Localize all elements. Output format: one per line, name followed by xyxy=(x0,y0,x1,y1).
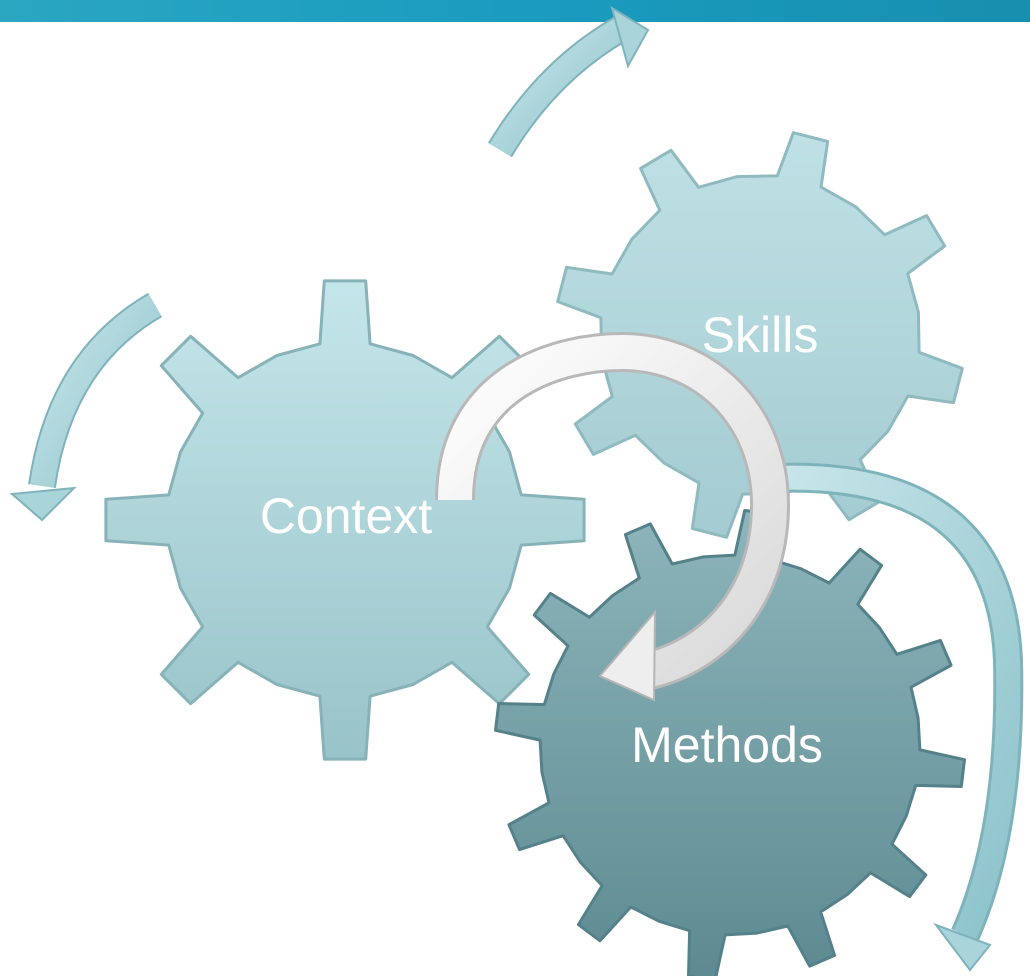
gear-skills-shape xyxy=(556,131,964,539)
gear-methods xyxy=(494,509,966,976)
arrow-right xyxy=(774,462,1024,972)
arrow-left xyxy=(9,292,163,522)
gear-label-skills: Skills xyxy=(702,307,819,363)
top-band xyxy=(0,0,1030,22)
gear-label-context: Context xyxy=(260,488,432,544)
gear-skills xyxy=(556,131,964,539)
arrow-center-cycle xyxy=(435,331,791,702)
gear-methods-shape xyxy=(494,509,966,976)
gear-label-methods: Methods xyxy=(631,717,823,773)
arrow-top xyxy=(487,5,650,158)
